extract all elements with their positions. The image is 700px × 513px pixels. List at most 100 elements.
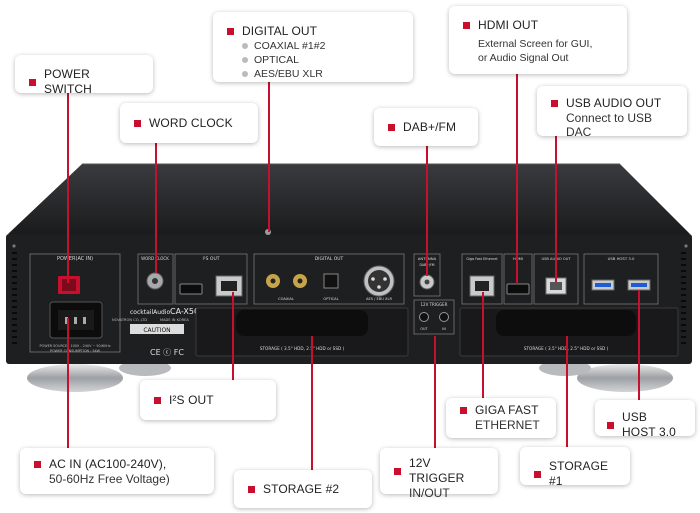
power-consumption-text: POWER CONSUMPTION : 54W	[50, 349, 101, 353]
panel-label-trigger: 12V TRIGGER	[420, 302, 447, 307]
vent-right	[681, 252, 686, 344]
model-text: CA-X50	[170, 307, 199, 316]
callout-ac-in: AC IN (AC100-240V), 50-60Hz Free Voltage…	[20, 448, 214, 494]
i2s-hdmi-port[interactable]	[179, 283, 203, 295]
bullet-square	[154, 397, 161, 404]
panel-label-i2s: I²S OUT	[202, 256, 219, 262]
i2s-section	[174, 253, 248, 305]
label-dab-fm: DAB+/FM	[403, 120, 457, 134]
callout-12v-trigger: 12V TRIGGER IN/OUT	[380, 448, 498, 500]
bullet-square	[394, 467, 401, 475]
callout-digital-out: DIGITAL OUT COAXIAL #1#2 OPTICAL AES/EBU…	[213, 12, 413, 82]
connector-i2s-h	[232, 292, 234, 380]
label-word-clock: WORD CLOCK	[149, 116, 233, 130]
label-usb-audio-out: USB AUDIO OUT	[566, 96, 662, 110]
hdmi-out-desc-2: or Audio Signal Out	[478, 52, 569, 64]
power-source-text: POWER SOURCE : 100V - 240V ~ 50/60Hz	[40, 344, 111, 348]
label-giga-fast: GIGA FAST	[475, 403, 539, 417]
label-storage-2: STORAGE #2	[263, 482, 340, 496]
callout-i2s-out: I²S OUT	[140, 380, 276, 420]
connector-usb-audio-out	[555, 136, 557, 282]
bullet-square	[534, 470, 541, 478]
label-usb-host: USB HOST 3.0	[622, 410, 676, 439]
caution-label	[130, 324, 184, 334]
power-section	[29, 253, 121, 353]
maker-text: NOVATRON CO.,LTD	[112, 318, 147, 322]
bullet-square	[134, 120, 141, 127]
callout-power-switch: POWER SWITCH	[15, 55, 153, 96]
bullet-square	[227, 28, 234, 35]
trigger-in-port[interactable]	[439, 312, 449, 322]
label-storage-1: STORAGE #1	[549, 459, 609, 488]
callout-usb-audio-out: USB AUDIO OUT Connect to USB DAC	[537, 86, 687, 139]
label-i2s-out: I²S OUT	[169, 393, 214, 407]
digital-out-item-optical: OPTICAL	[254, 54, 299, 66]
aes-label: AES / EBU XLR	[366, 297, 392, 301]
foot-left	[27, 364, 123, 392]
connector-trigger	[434, 336, 436, 456]
usb-host-section	[583, 253, 659, 305]
label-power-switch: POWER SWITCH	[44, 67, 92, 96]
bullet-square	[551, 100, 558, 107]
label-ac-in-2: 50-60Hz Free Voltage)	[49, 472, 170, 486]
label-hdmi-out: HDMI OUT	[478, 18, 539, 32]
connector-ac-in	[67, 318, 69, 458]
hdmi-section	[503, 253, 533, 305]
connector-storage-1	[566, 336, 568, 456]
connector-hdmi-out	[516, 74, 518, 284]
trigger-out-port[interactable]	[419, 312, 429, 322]
coaxial-label: COAXIAL	[278, 297, 294, 301]
optical-label: OPTICAL	[323, 297, 338, 301]
digital-out-item-aes: AES/EBU XLR	[254, 68, 323, 80]
connector-word-clock	[155, 143, 157, 273]
connector-usb-host	[638, 290, 640, 418]
panel-label-ethernet: Giga Fast Ethernet	[466, 257, 498, 261]
callout-hdmi-out: HDMI OUT External Screen for GUI, or Aud…	[449, 6, 627, 74]
callout-dab-fm: DAB+/FM	[374, 108, 478, 146]
storage-left-label: STORAGE ( 3.5" HDD, 2.5" HDD or SSD )	[260, 346, 345, 351]
bullet-square	[388, 124, 395, 131]
bullet-square	[463, 22, 470, 29]
chassis-top	[8, 164, 690, 234]
label-trigger-1: 12V TRIGGER	[409, 456, 465, 485]
panel-label-power: POWER(AC IN)	[57, 256, 93, 262]
vent-left	[12, 252, 17, 344]
brand-text: cocktailAudio	[130, 309, 170, 316]
panel-label-usb-host: USB HOST 3.0	[608, 256, 635, 261]
callout-word-clock: WORD CLOCK	[120, 103, 258, 143]
panel-label-hdmi: HDMI	[513, 256, 523, 261]
digital-out-item-coaxial: COAXIAL #1#2	[254, 40, 326, 52]
connector-storage-2	[311, 336, 313, 470]
hdmi-port[interactable]	[506, 283, 530, 295]
optical-port[interactable]	[323, 273, 339, 289]
bullet-dot	[242, 57, 248, 63]
made-in-text: MADE IN KOREA	[160, 318, 189, 322]
label-ethernet: ETHERNET	[475, 418, 540, 432]
bullet-square	[34, 461, 41, 468]
trigger-in-label: IN	[442, 327, 446, 331]
trigger-section	[413, 299, 455, 335]
label-digital-out: DIGITAL OUT	[242, 24, 318, 38]
callout-giga-fast-ethernet: GIGA FAST ETHERNET	[446, 398, 556, 438]
foot-right	[577, 364, 673, 392]
bullet-square	[607, 421, 614, 429]
cert-marks: CE ⓒ FC	[150, 348, 184, 357]
connector-power-switch	[67, 93, 69, 283]
digital-out-section	[253, 253, 405, 305]
bullet-dot	[242, 71, 248, 77]
bullet-square	[248, 486, 255, 493]
label-ac-in-1: AC IN (AC100-240V),	[49, 457, 167, 471]
connector-ethernet	[482, 292, 484, 398]
label-trigger-2: IN/OUT	[409, 486, 450, 500]
trigger-out-label: OUT	[420, 327, 428, 331]
usb-audio-out-desc: Connect to USB DAC	[566, 111, 653, 139]
bullet-square	[29, 78, 36, 86]
bullet-square	[460, 407, 467, 414]
callout-usb-host: USB HOST 3.0	[595, 400, 695, 439]
callout-storage-2: STORAGE #2	[234, 470, 372, 508]
connector-dab-fm	[426, 146, 428, 276]
bullet-dot	[242, 43, 248, 49]
panel-label-digital-out: DIGITAL OUT	[315, 256, 344, 262]
hdmi-out-desc-1: External Screen for GUI,	[478, 38, 593, 50]
